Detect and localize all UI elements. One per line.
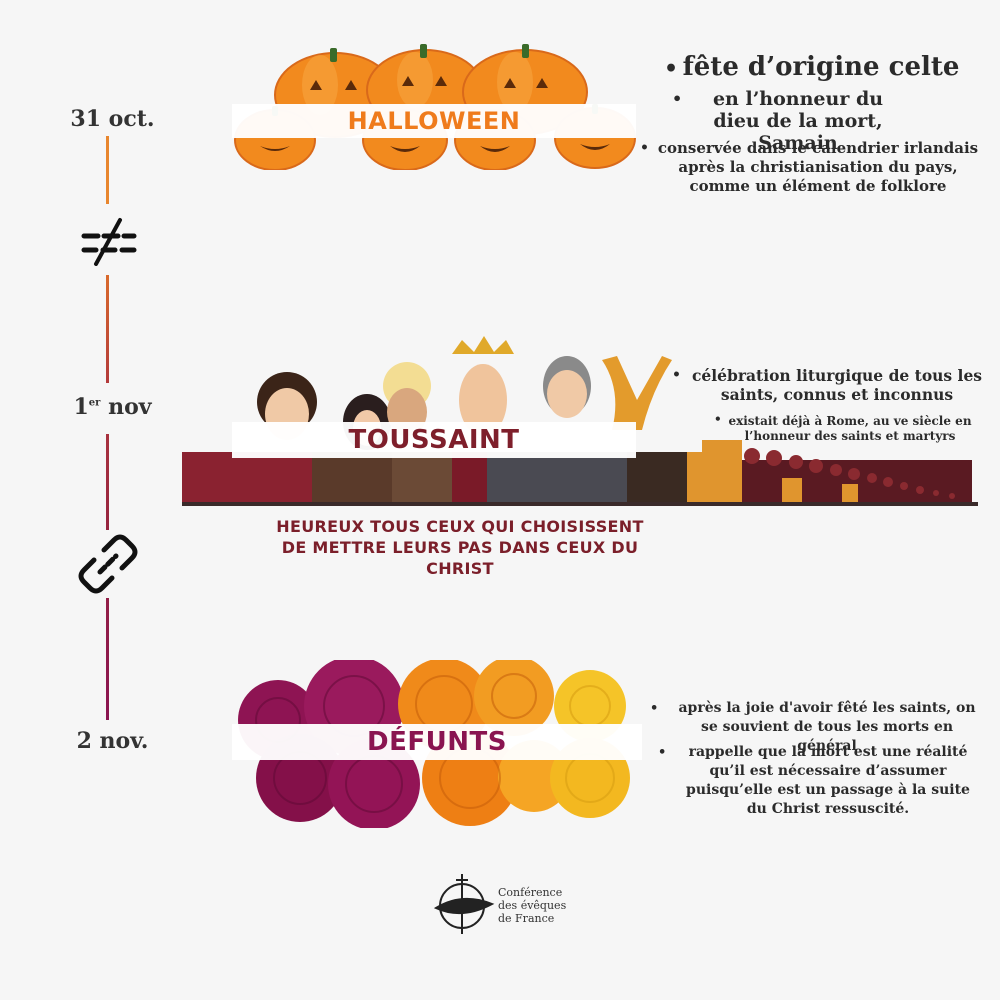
timeline-segment-1: [106, 136, 109, 204]
halloween-bullet-1: • fête d’origine celte: [664, 52, 960, 82]
defunts-title: DÉFUNTS: [367, 727, 507, 757]
defunts-bullet-2: • rappelle que la mort est une réalité q…: [658, 744, 970, 817]
toussaint-bullet-2: • existait déjà à Rome, au ve siècle en …: [714, 412, 972, 443]
date-defunts: 2 nov.: [76, 728, 149, 754]
not-equal-icon: [81, 218, 137, 266]
toussaint-title: TOUSSAINT: [348, 425, 520, 455]
defunts-bullet-1: • après la joie d'avoir fêté les saints,…: [650, 700, 976, 754]
timeline-segment-2: [106, 275, 109, 383]
defunts-title-band: DÉFUNTS: [232, 724, 642, 760]
cef-logo-text: Conférence des évêques de France: [498, 886, 567, 925]
toussaint-bullet-1: • célébration liturgique de tous les sai…: [672, 366, 983, 404]
date-toussaint: 1er nov: [73, 394, 152, 420]
halloween-pumpkins-illustration: [234, 44, 636, 170]
toussaint-title-band: TOUSSAINT: [232, 422, 636, 458]
cef-logo-icon: [433, 874, 495, 934]
date-halloween: 31 oct.: [70, 106, 155, 132]
timeline-segment-3: [106, 434, 109, 530]
chain-link-icon: [78, 534, 138, 594]
halloween-title: HALLOWEEN: [347, 107, 521, 135]
halloween-bullet-3: • conservée dans le calendrier irlandais…: [640, 139, 979, 195]
timeline-segment-4: [106, 598, 109, 720]
toussaint-quote: HEUREUX TOUS CEUX QUI CHOISISSENT DE MET…: [276, 517, 644, 578]
halloween-title-band: HALLOWEEN: [232, 104, 636, 138]
halloween-bullet-2: • en l’honneur du dieu de la mort, Samai…: [672, 88, 884, 154]
